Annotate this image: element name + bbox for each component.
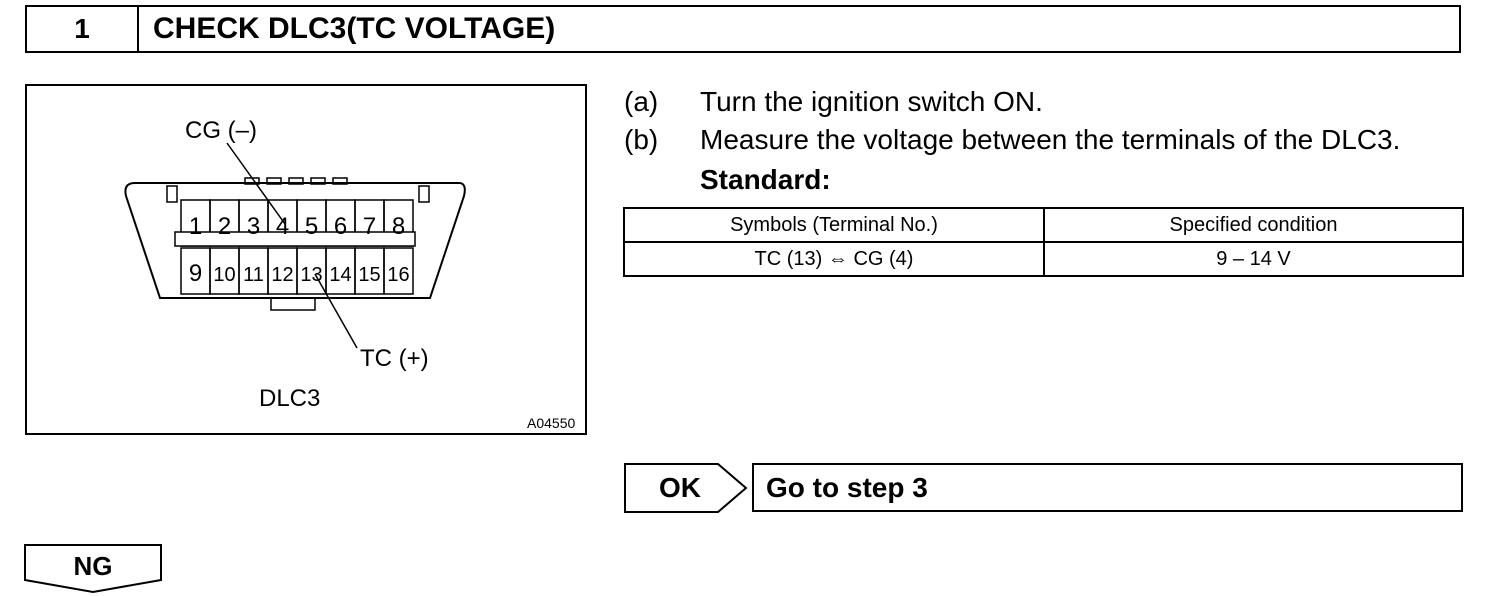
table-header-cell: Specified condition [1043, 207, 1464, 243]
pin-label: 10 [213, 264, 235, 286]
pin-label: 15 [358, 264, 380, 286]
right-slot [418, 185, 430, 203]
pin-label: 7 [363, 213, 376, 240]
instruction-a-label: (a) [624, 86, 659, 117]
instruction-a: (a) Turn the ignition switch ON. [624, 86, 1464, 120]
pin-label: 3 [247, 213, 260, 240]
pin-label: 6 [334, 213, 347, 240]
tc-leader-line [314, 273, 358, 349]
table-row: TC (13) ⇔ CG (4) 9 – 14 V [623, 241, 1464, 277]
connector-name: DLC3 [259, 385, 320, 412]
pin-label: 5 [305, 213, 318, 240]
tc-label: TC (+) [360, 345, 429, 372]
standard-label: Standard: [700, 164, 831, 195]
pin-label: 2 [218, 213, 231, 240]
cg-label: CG (–) [185, 117, 257, 144]
ok-label: OK [659, 472, 701, 503]
table-cell: 9 – 14 V [1043, 241, 1464, 277]
figure-code: A04550 [527, 415, 575, 431]
pin-label: 16 [387, 264, 409, 286]
pin-grid [180, 199, 414, 295]
table-cell: TC (13) ⇔ CG (4) [623, 241, 1045, 277]
go-to-step-box: Go to step 3 [752, 463, 1463, 512]
instruction-b-label: (b) [624, 124, 659, 155]
step-number: 1 [27, 7, 139, 51]
spec-table: Symbols (Terminal No.) Specified conditi… [623, 207, 1464, 277]
ok-arrow-shape [624, 463, 748, 513]
pin-label: 12 [271, 264, 293, 286]
instruction-b-text: Measure the voltage between the terminal… [700, 124, 1401, 155]
divider-bar [174, 231, 416, 247]
instruction-b: (b) Measure the voltage between the term… [624, 124, 1464, 158]
left-slot [166, 185, 178, 203]
pin-label: 8 [392, 213, 405, 240]
connector-outline [124, 182, 466, 299]
pin-label: 14 [329, 264, 351, 286]
step-header: 1 CHECK DLC3(TC VOLTAGE) [25, 5, 1461, 53]
step-title: CHECK DLC3(TC VOLTAGE) [153, 12, 556, 45]
pin-label: 9 [189, 260, 202, 287]
table-header-cell: Symbols (Terminal No.) [623, 207, 1045, 243]
bottom-key [270, 297, 316, 311]
cg-leader-line [226, 142, 286, 225]
pin-label: 1 [189, 213, 202, 240]
pin-cell [383, 247, 414, 295]
pin-label: 4 [276, 213, 289, 240]
pin-label: 13 [300, 264, 322, 286]
table-header-row: Symbols (Terminal No.) Specified conditi… [623, 207, 1464, 243]
ng-arrow-shape [24, 544, 162, 594]
top-teeth [244, 177, 348, 185]
pin-label: 11 [243, 264, 264, 286]
ng-label: NG [73, 550, 113, 581]
instruction-a-text: Turn the ignition switch ON. [700, 86, 1043, 117]
